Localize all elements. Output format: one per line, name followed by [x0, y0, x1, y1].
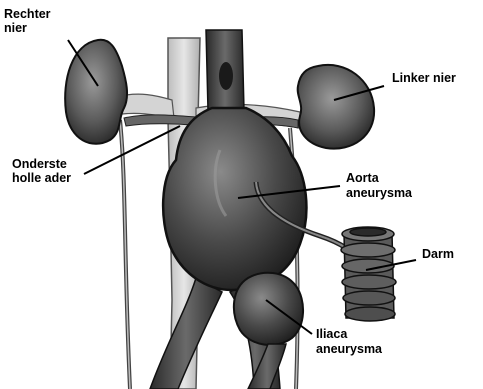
label-vena-cava-line1: Onderste [12, 158, 67, 171]
label-iliac-line1: Iliaca [316, 328, 347, 341]
right-renal-vein [120, 94, 174, 118]
iliac-aneurysm [234, 273, 303, 345]
intestine [341, 227, 396, 321]
label-aorta-line2: aneurysma [346, 187, 412, 200]
label-right-kidney-line2: nier [4, 22, 27, 35]
label-right-kidney-line1: Rechter [4, 8, 51, 21]
aortic-aneurysm [163, 108, 306, 290]
label-iliac-line2: aneurysma [316, 343, 382, 356]
label-vena-cava-line2: holle ader [12, 172, 71, 185]
label-intestine: Darm [422, 248, 454, 261]
aorta-branch-stub [219, 62, 233, 90]
left-kidney [298, 65, 374, 149]
label-left-kidney: Linker nier [392, 72, 456, 85]
label-aorta-line1: Aorta [346, 172, 379, 185]
right-kidney [65, 40, 127, 144]
